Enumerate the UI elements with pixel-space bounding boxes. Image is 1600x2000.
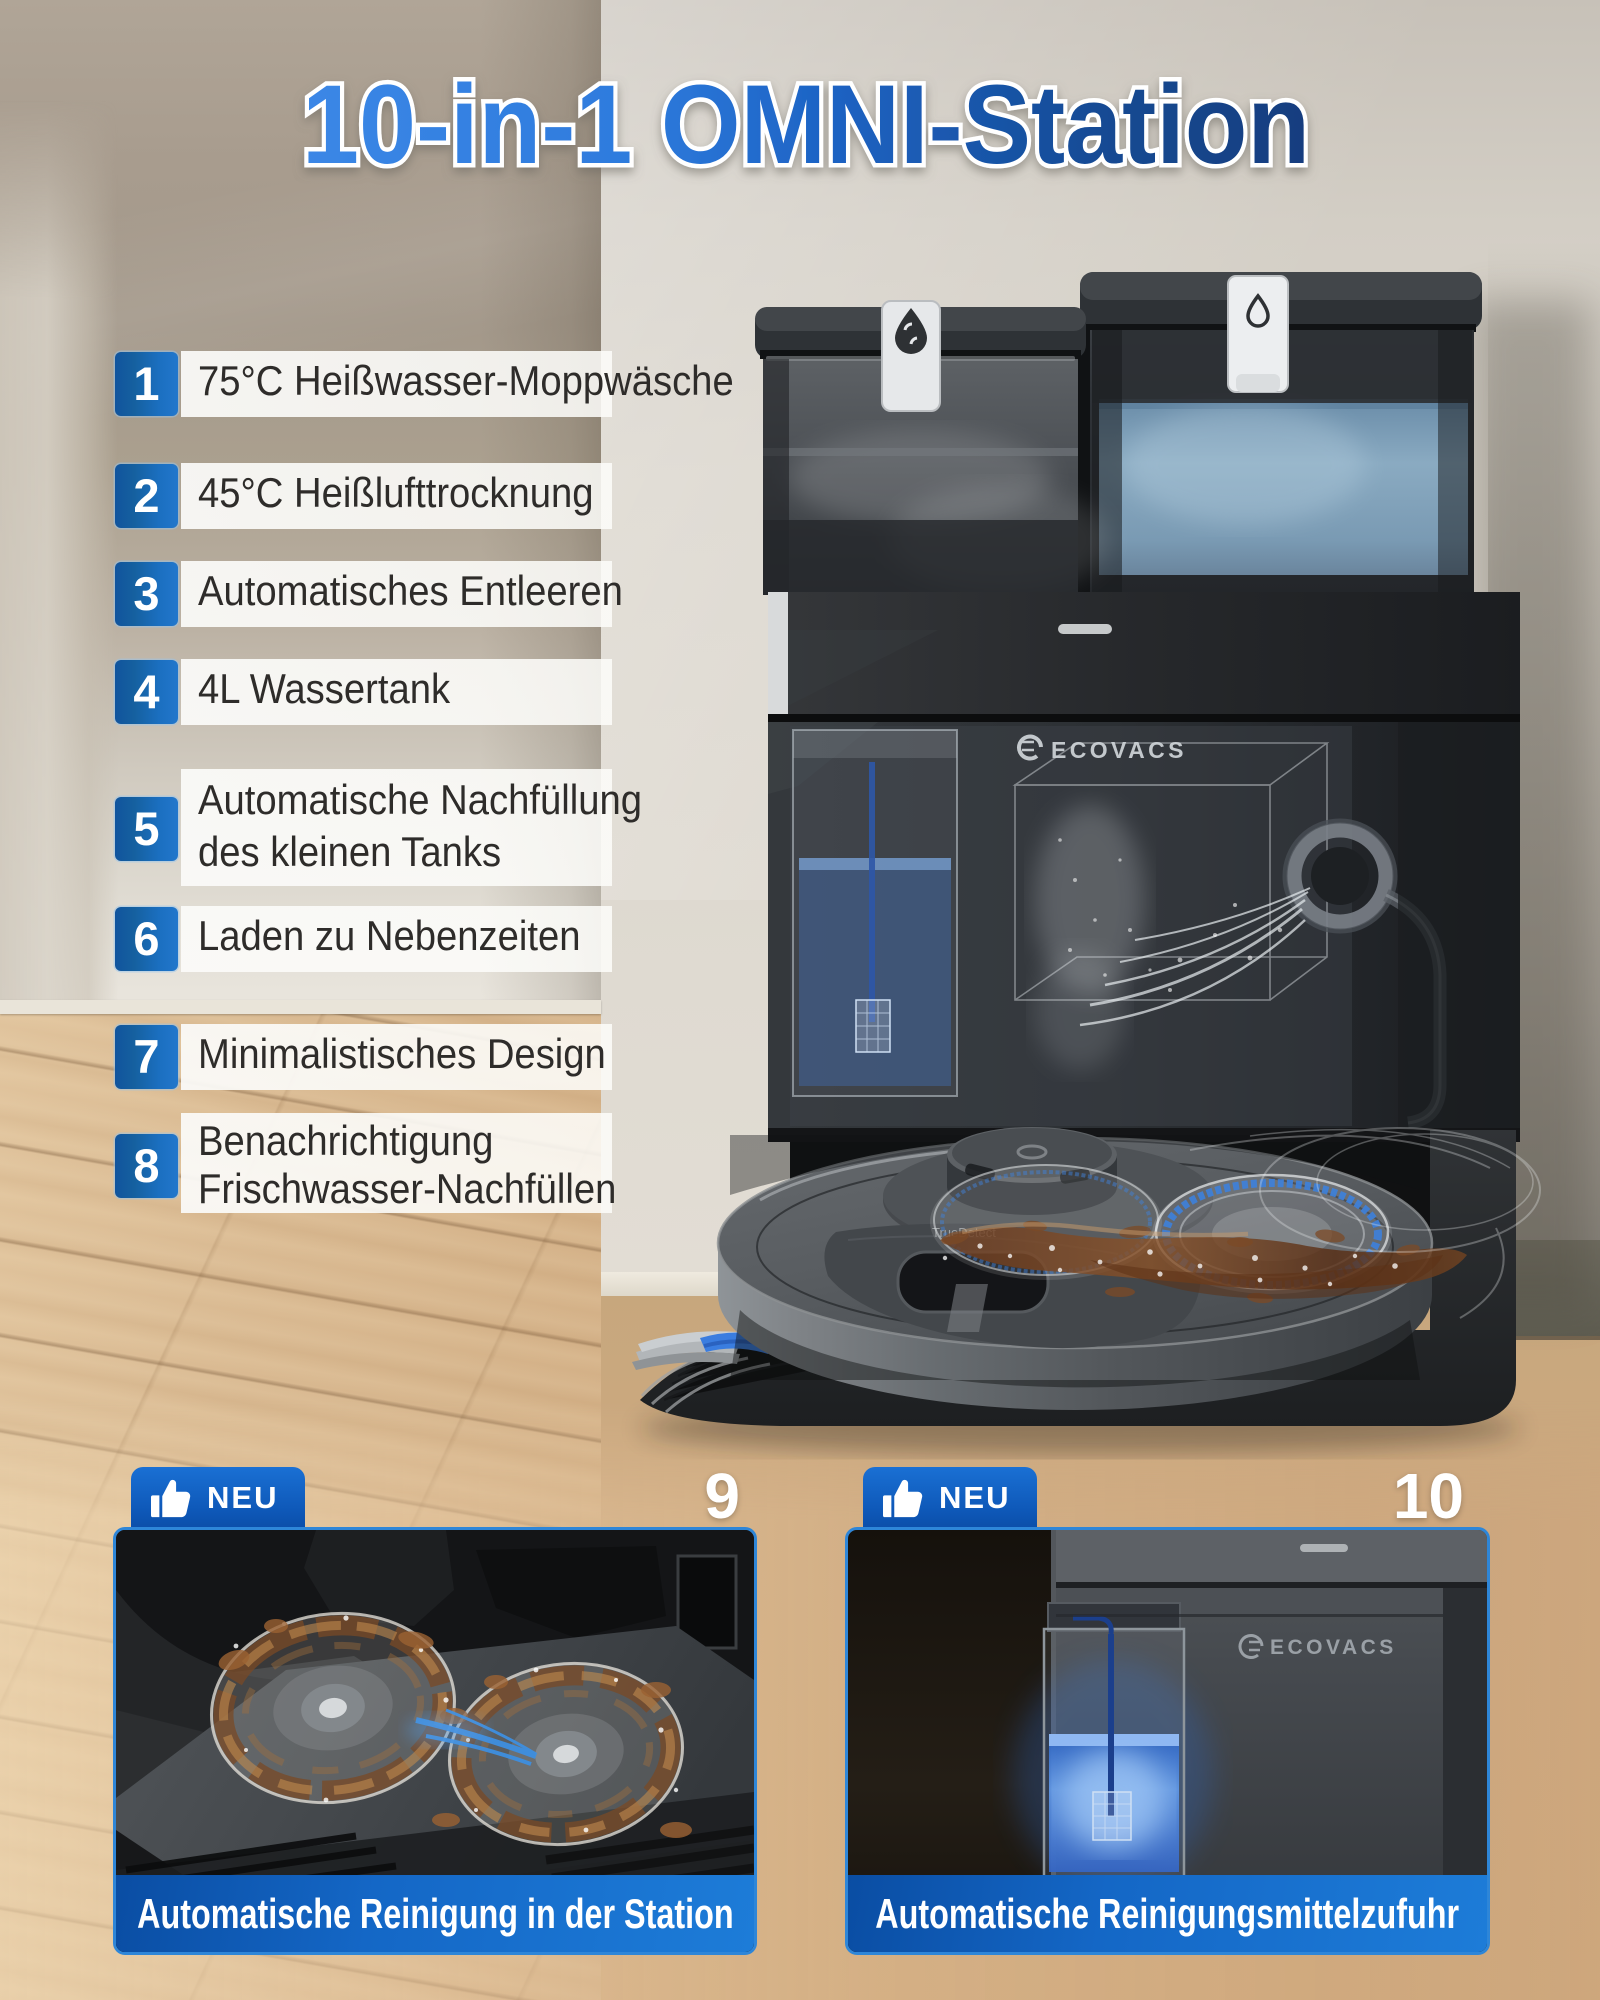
svg-text:ECOVACS: ECOVACS xyxy=(1051,737,1187,763)
svg-text:ECOVACS: ECOVACS xyxy=(1270,1636,1397,1659)
svg-text:10-in-1 OMNI-Station: 10-in-1 OMNI-Station xyxy=(302,62,1310,187)
